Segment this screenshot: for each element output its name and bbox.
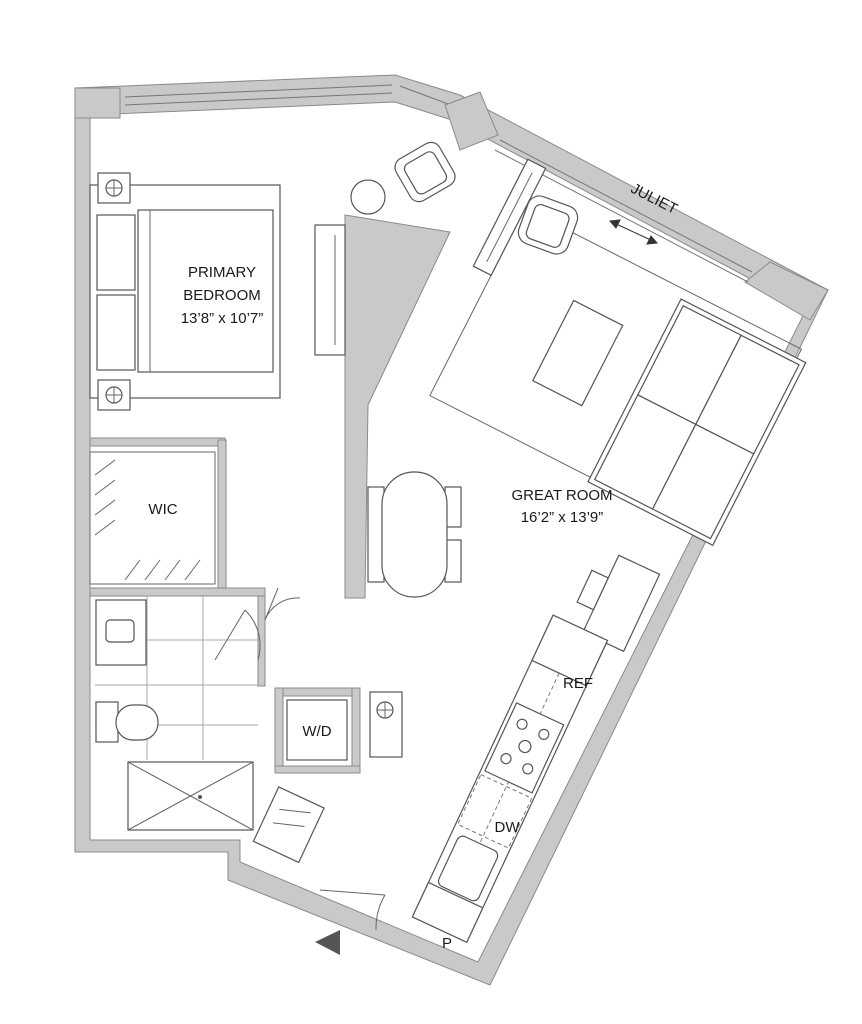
great-room-dimensions: 16’2” x 13’9” [521, 509, 604, 526]
refrigerator [531, 614, 609, 687]
armchair [517, 195, 579, 255]
column [74, 87, 121, 119]
living-area [429, 158, 807, 547]
bath-wall [257, 595, 266, 687]
bedroom-partition-wall [344, 214, 451, 599]
toilet [95, 701, 159, 743]
bedroom-dimensions: 13’8” x 10’7” [181, 310, 264, 327]
ref-label: REF [563, 675, 593, 692]
armchair [394, 141, 456, 203]
dining-table [367, 471, 462, 598]
column [444, 91, 499, 151]
wd-wall [351, 687, 361, 774]
side-table [350, 179, 386, 215]
wd-wall [274, 765, 361, 774]
hangers [94, 459, 201, 581]
media-console-detail [486, 172, 533, 263]
wd-label: W/D [302, 723, 331, 740]
dresser [314, 224, 346, 356]
dishwasher [457, 773, 533, 849]
lamp-table [369, 691, 403, 758]
entry-door[interactable] [319, 889, 386, 931]
nightstand-lamp-icon [97, 172, 131, 204]
juliet-arrow-icon [608, 219, 659, 245]
wic-name: WIC [148, 501, 177, 518]
dw-label: DW [495, 819, 521, 836]
bed [89, 184, 281, 399]
bedroom-wall [89, 437, 226, 447]
pantry [411, 881, 484, 944]
wd-wall [274, 687, 284, 774]
shower [127, 761, 254, 831]
bedroom-name: BEDROOM [183, 287, 261, 304]
bedroom-door[interactable] [264, 587, 301, 621]
sink [95, 599, 147, 666]
great-room-name: GREAT ROOM [511, 487, 612, 504]
wd-wall [274, 687, 361, 697]
kitchen-sink [437, 835, 499, 902]
bedroom-name: PRIMARY [188, 264, 256, 281]
wic-shelving [89, 451, 216, 585]
kitchen-counter [411, 614, 609, 944]
pantry-label: P [442, 935, 452, 952]
wic-wall [217, 439, 227, 591]
bath-door[interactable] [214, 609, 261, 661]
coffee-table [532, 299, 624, 407]
nightstand-lamp-icon [97, 379, 131, 411]
column [744, 261, 829, 321]
entry-arrow-icon [315, 930, 340, 955]
washer-dryer [286, 699, 348, 761]
bath-wall [89, 587, 266, 597]
coat-closet [252, 786, 325, 864]
sofa-cushion [651, 423, 755, 540]
cooktop-icon [484, 702, 565, 794]
